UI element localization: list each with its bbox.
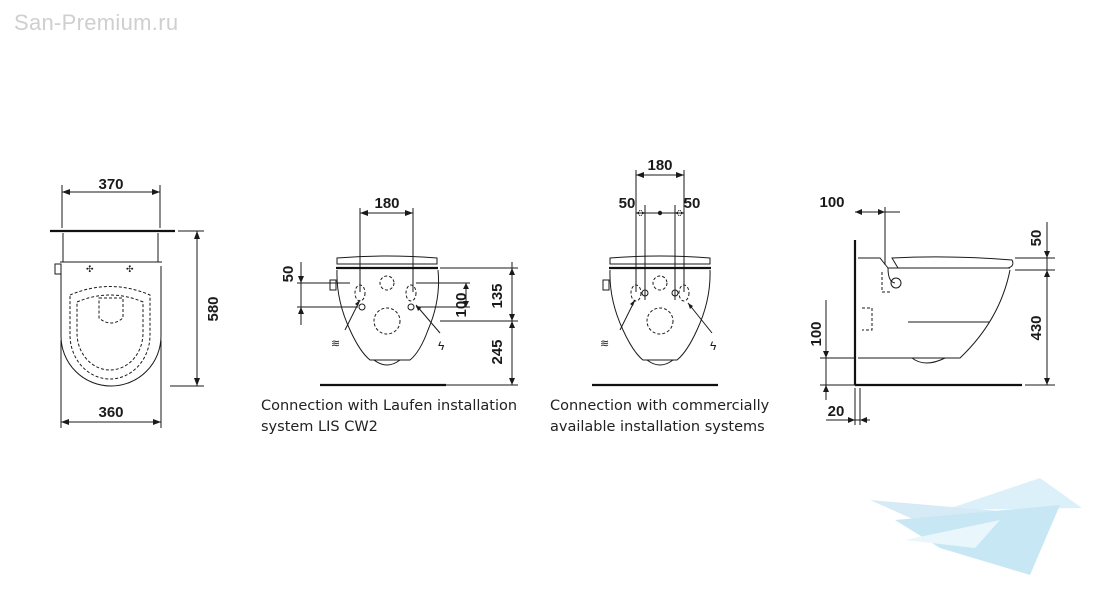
dim-front1-width: 180 (374, 195, 399, 212)
svg-text:ϟ: ϟ (438, 339, 445, 353)
dim-front1-upper: 135 (489, 283, 506, 308)
dim-top-height: 580 (205, 296, 222, 321)
dim-side-wall: 20 (828, 403, 845, 420)
svg-text:≋: ≋ (331, 338, 340, 350)
dim-front2-right: 50 (684, 195, 701, 212)
watermark-text: San-Premium.ru (14, 10, 179, 35)
side-view-drawing (820, 207, 1055, 425)
caption-commercial: Connection with commercially available i… (550, 396, 769, 438)
dim-front1-inner: 100 (453, 292, 470, 317)
caption-laufen-line2: system LIS CW2 (261, 419, 378, 435)
dim-front2-left: 50 (619, 195, 636, 212)
dim-top-bottom-width: 360 (98, 404, 123, 421)
svg-text:✣: ✣ (86, 264, 94, 274)
caption-commercial-line1: Connection with commercially (550, 398, 770, 414)
dim-front2-width: 180 (647, 157, 672, 174)
caption-commercial-line2: available installation systems (550, 419, 765, 435)
dim-top-width: 370 (98, 176, 123, 193)
dim-front1-left: 50 (280, 266, 297, 283)
dim-side-top: 50 (1028, 230, 1045, 247)
dim-front1-lower: 245 (489, 339, 506, 364)
dim-side-lower: 100 (808, 321, 825, 346)
watermark-logo (870, 478, 1082, 575)
caption-laufen-line1: Connection with Laufen installation (261, 398, 518, 414)
caption-laufen: Connection with Laufen installation syst… (261, 396, 517, 438)
front-view-laufen-drawing: ≋ ϟ (297, 208, 518, 387)
svg-text:≋: ≋ (600, 338, 609, 350)
dim-side-depth: 100 (819, 194, 844, 211)
svg-text:ϟ: ϟ (710, 339, 717, 353)
svg-text:✣: ✣ (126, 264, 134, 274)
front-view-commercial-drawing: ≋ ϟ (592, 170, 718, 387)
top-view-drawing: ✣ ✣ (50, 185, 204, 428)
dim-side-height: 430 (1028, 315, 1045, 340)
